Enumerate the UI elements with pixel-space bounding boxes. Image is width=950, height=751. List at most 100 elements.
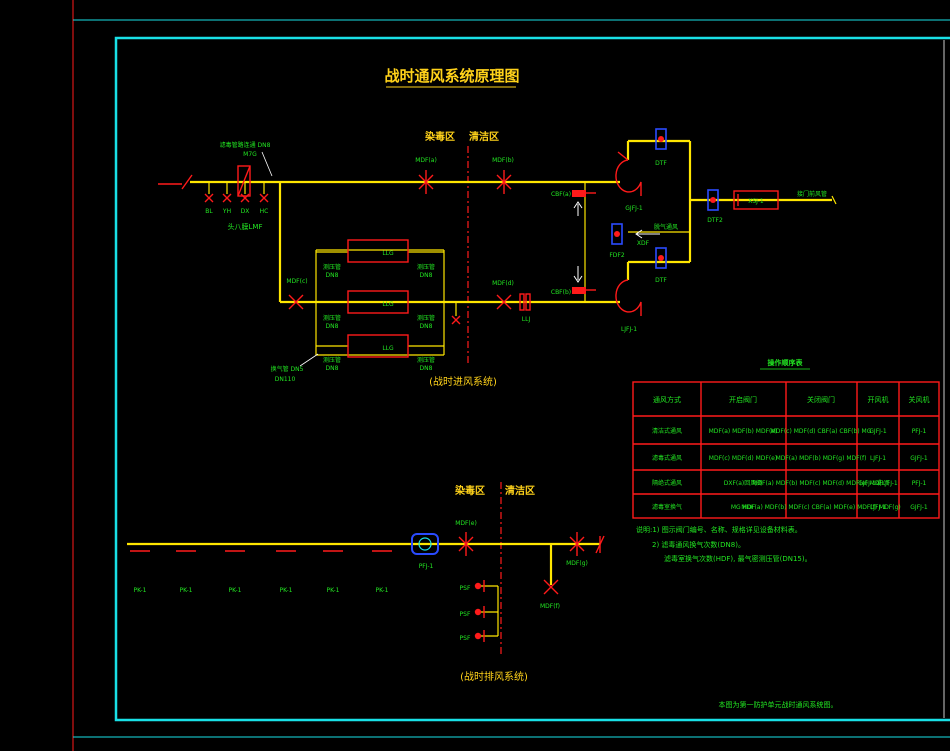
table-row-4-close: MDF(a) MDF(b) MDF(c) CBF(a) MDF(e) MDF(f…: [741, 504, 901, 511]
mdf-g-label: MDF(g): [566, 560, 588, 567]
note-line-2: 2) 滤毒通风换气次数(DN8)。: [652, 540, 745, 549]
valve-hc-label: HC: [260, 208, 269, 215]
table-header-close: 关闭阀门: [807, 395, 835, 404]
filter-1-tag-right-2: DN8: [420, 272, 433, 279]
mdf-e-label: MDF(e): [455, 520, 477, 527]
table-row-1-open: MDF(a) MDF(b) MDF(e): [709, 428, 778, 435]
exhaust-ducts: [127, 542, 600, 637]
damper-fdf: [611, 223, 623, 245]
valve-mdf-e: [458, 532, 474, 556]
fan-1-label: GJFJ-1: [625, 205, 643, 212]
mdf-b-label: MDF(b): [492, 157, 514, 164]
damper-dtf-top: [655, 128, 667, 150]
filter-3-tag-left-2: DN8: [326, 365, 339, 372]
table-row-3-mode: 隔绝式通风: [652, 479, 682, 487]
valve-small-mid: [451, 302, 461, 325]
table-row-4-fan-off: GJFJ-1: [910, 504, 928, 511]
note-line-1: 说明:1) 图示阀门编号、名称、规格详见设备材料表。: [636, 525, 802, 534]
filter-2-tag-left: 测压管: [323, 314, 341, 322]
table-row-3-fan-on: GJFJ-1或LJFJ-1: [858, 479, 898, 487]
llj-label: LLJ: [522, 316, 531, 323]
table-row-1-close: MDF(c) MDF(d) CBF(a) CBF(b) MG: [771, 428, 872, 435]
exhaust-fan-1-label: PK-1: [134, 587, 147, 594]
table-row-1-mode: 清洁式通风: [652, 427, 682, 435]
psf-3-label: PSF: [460, 635, 471, 642]
inlet-small-valves: [204, 165, 269, 203]
table-row-2-mode: 滤毒式通风: [652, 454, 682, 462]
filter-1-tag-left-2: DN8: [326, 272, 339, 279]
return-arrow: [635, 229, 660, 239]
supply-ducts: [158, 139, 832, 356]
damper-dtf-bottom: [655, 247, 667, 269]
to-shelter-label: 接门前风管: [797, 190, 827, 198]
filter-2-tag-right: 测压管: [417, 314, 435, 322]
valve-mdf-d: [496, 294, 512, 310]
exhaust-fan-5-label: PK-1: [327, 587, 340, 594]
mdf-f-label: MDF(f): [540, 603, 560, 610]
table-row-2-close: MDF(a) MDF(b) MDF(g) MDF(f): [776, 455, 867, 462]
exhaust-fan-pfj: [411, 533, 439, 555]
table-header-fan-on: 开风机: [868, 395, 889, 404]
filter-3-tag-right: 测压管: [417, 356, 435, 364]
supply-system-caption: (战时进风系统): [429, 375, 497, 388]
valve-mdf-a: [418, 170, 434, 194]
filter-3-tag-right-2: DN8: [420, 365, 433, 372]
valve-mdf-f: [543, 579, 559, 595]
table-row-3-fan-off: PFJ-1: [912, 480, 927, 487]
filter-1: [347, 239, 409, 263]
filter-pipe-sublabel: M7G: [243, 151, 257, 158]
exhaust-fan-3-label: PK-1: [229, 587, 242, 594]
diagram-title: 战时通风系统原理图: [384, 67, 519, 85]
valve-cbf-a: [572, 190, 596, 216]
zone-dirty-label: 染毒区: [424, 130, 455, 143]
table-row-3-open: DXF(a)回风阀: [724, 479, 763, 487]
operation-table-grid: [632, 381, 940, 519]
exhaust-zone-clean-label: 清洁区: [505, 484, 535, 497]
table-row-1-fan-on: GJFJ-1: [869, 428, 887, 435]
mdf-d-label: MDF(d): [492, 280, 514, 287]
filter-3: [347, 334, 409, 358]
fdf-label: FDF2: [609, 252, 625, 259]
table-header-open: 开启阀门: [729, 395, 757, 404]
table-row-4-fan-on: LJFJ-1: [870, 504, 886, 511]
filter-2-tag-left-2: DN8: [326, 323, 339, 330]
mdf-a-label: MDF(a): [415, 157, 437, 164]
exhaust-fan-2-label: PK-1: [180, 587, 193, 594]
psf-1-label: PSF: [460, 585, 471, 592]
cbf-a-label: CBF(a): [551, 191, 571, 198]
xsj-label: XSJ-1: [748, 198, 764, 205]
table-row-2-fan-off: GJFJ-1: [910, 455, 928, 462]
flow-meter-llj: [519, 293, 531, 311]
valve-bl-label: BL: [205, 208, 213, 215]
psf-2-label: PSF: [460, 611, 471, 618]
silencer-xsj: [733, 190, 779, 210]
drawing-frame: [72, 0, 950, 751]
dtf2-label: DTF2: [707, 217, 723, 224]
exhaust-system-caption: (战时排风系统): [460, 670, 528, 683]
filter-pipe-label: 滤毒管路连通 DN8: [220, 141, 271, 149]
gas-pipe-sublabel: DN110: [275, 376, 296, 383]
table-header-mode: 通风方式: [653, 395, 681, 404]
explosion-valve-label: 头八膜LMF: [228, 222, 263, 231]
fan-gjfj: [615, 151, 642, 196]
filter-1-label: LLG: [382, 250, 394, 257]
valve-mdf-g: [569, 532, 605, 556]
jfg-2-label: XDF: [637, 240, 650, 247]
valve-yh-label: YH: [222, 208, 231, 215]
note-line-3: 滤毒室换气次数(HDF), 最气密测压管(DN15)。: [664, 554, 812, 563]
footer-note: 本图为第一防护单元战时通风系统图。: [719, 700, 838, 709]
valve-cbf-b: [572, 266, 596, 294]
table-header-fan-off: 关风机: [909, 395, 930, 404]
filter-3-tag-left: 测压管: [323, 356, 341, 364]
table-row-2-open: MDF(c) MDF(d) MDF(e): [709, 455, 777, 462]
filter-3-label: LLG: [382, 345, 394, 352]
filter-units: [347, 239, 409, 358]
jfg-label: 脱气通风: [654, 223, 678, 231]
valve-mdf-b: [496, 170, 512, 194]
table-row-1-fan-off: PFJ-1: [912, 428, 927, 435]
pfj-label: PFJ-1: [419, 563, 434, 570]
filter-2-label: LLG: [382, 301, 394, 308]
table-row-3-close: MDF(a) MDF(b) MDF(c) MDF(d) MDF(e) MDF(f…: [752, 480, 890, 487]
table-title: 操作顺序表: [768, 358, 804, 367]
